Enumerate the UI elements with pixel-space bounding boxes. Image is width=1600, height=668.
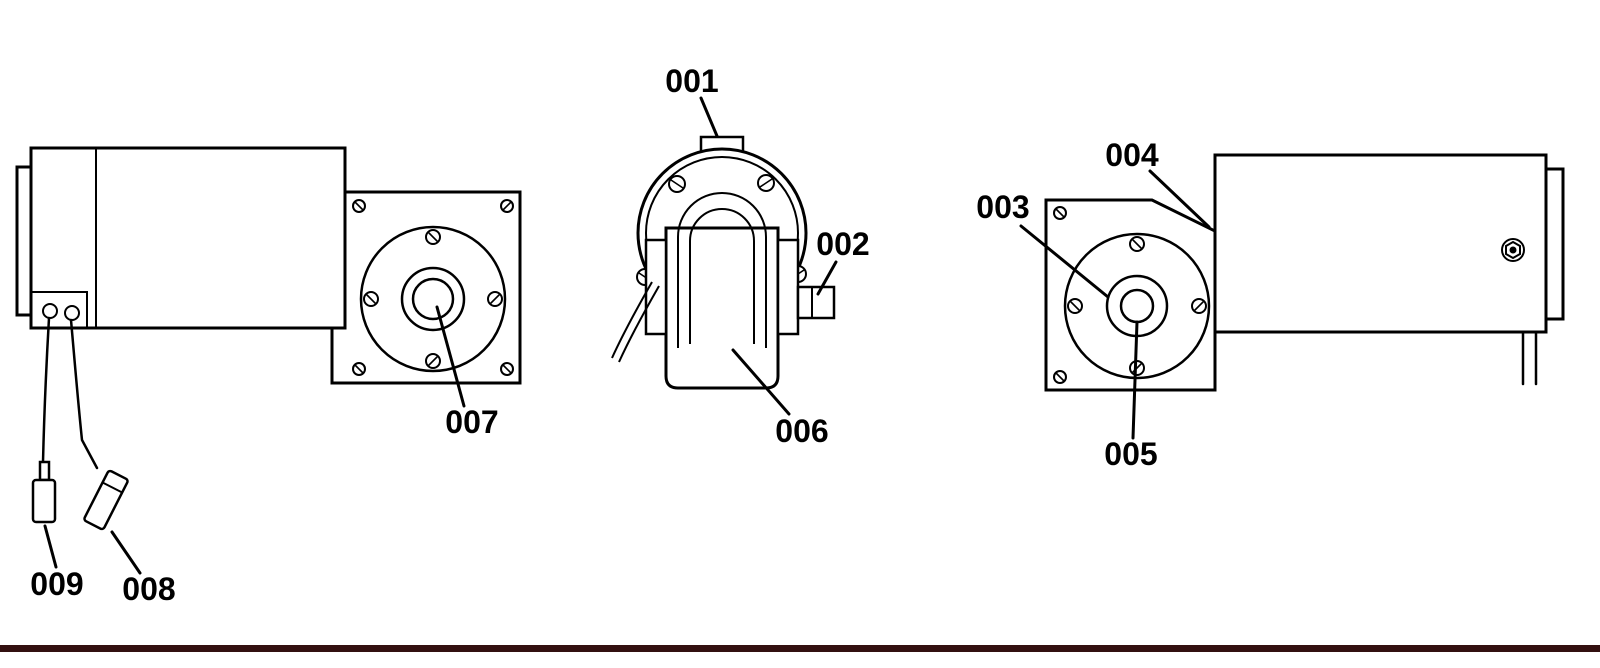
- connector-009-tip: [38, 460, 51, 482]
- leader-line-004: [1148, 169, 1211, 229]
- right-motor-end-plate: [1544, 167, 1565, 321]
- screw-slot: [365, 293, 377, 305]
- part-label-005: 005: [1104, 436, 1157, 472]
- lead-wire-2: [69, 318, 99, 470]
- worm-housing-arch-inner: [689, 208, 755, 344]
- screw-slot: [354, 364, 364, 374]
- bottom-divider-bar: [0, 645, 1600, 652]
- part-label-002: 002: [816, 226, 869, 262]
- screw-slot: [1055, 372, 1065, 382]
- screw-slot: [502, 201, 512, 211]
- worm-housing-arch-outer: [677, 192, 767, 348]
- screw-slot: [759, 178, 773, 188]
- view-right-motor-assembly: 004 003 005: [976, 137, 1565, 472]
- leader-line-008: [110, 530, 142, 575]
- hex-bolt-center: [1509, 246, 1517, 254]
- connector-008-ridge: [102, 481, 123, 494]
- left-motor-body: [29, 146, 347, 330]
- leader-line-002: [816, 260, 838, 296]
- screw-slot: [1131, 362, 1143, 374]
- connector-009-body: [31, 478, 57, 524]
- screw-slot: [427, 355, 439, 367]
- wire-grommet-icon: [64, 305, 80, 321]
- screw-slot: [670, 179, 684, 189]
- leader-line-009: [43, 524, 58, 569]
- part-label-007: 007: [445, 404, 498, 440]
- hex-bolt-head: [1505, 240, 1521, 260]
- part-label-006: 006: [775, 413, 828, 449]
- view-center-motor-end: 001 002 006: [611, 63, 870, 449]
- output-shaft: [796, 285, 836, 320]
- part-label-001: 001: [665, 63, 718, 99]
- leader-line-007: [435, 305, 466, 408]
- lead-wire-1: [41, 316, 51, 464]
- part-label-009: 009: [30, 566, 83, 602]
- part-label-004: 004: [1105, 137, 1159, 173]
- screw-slot: [1069, 300, 1081, 312]
- screw-slot: [354, 201, 364, 211]
- connector-009: [31, 460, 57, 524]
- screw-slot: [427, 231, 439, 243]
- release-wire-line-2: [618, 285, 660, 363]
- screw-slot: [502, 364, 512, 374]
- left-face-screws: [352, 199, 514, 376]
- leader-line-005: [1131, 320, 1139, 440]
- screw-slot: [1131, 238, 1143, 250]
- wire-grommet-icon: [42, 303, 58, 319]
- left-output-bore-circle: [411, 277, 455, 321]
- left-side-bracket: [644, 238, 668, 336]
- leader-line-001: [699, 96, 719, 138]
- leader-line-006: [731, 348, 791, 416]
- connector-008-body: [83, 469, 129, 531]
- center-motor-body: [664, 226, 780, 390]
- release-wire-line-1: [611, 281, 653, 359]
- hex-bolt-icon: [1501, 238, 1525, 262]
- leader-line-003: [1019, 224, 1110, 299]
- right-face-screws: [1053, 206, 1207, 384]
- screw-slot: [1193, 300, 1205, 312]
- view-left-motor-assembly: 007 008 009: [15, 146, 522, 607]
- screw-slot: [489, 293, 501, 305]
- right-output-bore-circle: [1119, 288, 1155, 324]
- right-side-bracket: [776, 238, 800, 336]
- part-label-003: 003: [976, 189, 1029, 225]
- part-label-008: 008: [122, 571, 175, 607]
- right-motor-body: [1213, 153, 1548, 334]
- connector-008: [83, 469, 129, 531]
- screw-slot: [1055, 208, 1065, 218]
- left-wire-exit-box: [31, 291, 88, 328]
